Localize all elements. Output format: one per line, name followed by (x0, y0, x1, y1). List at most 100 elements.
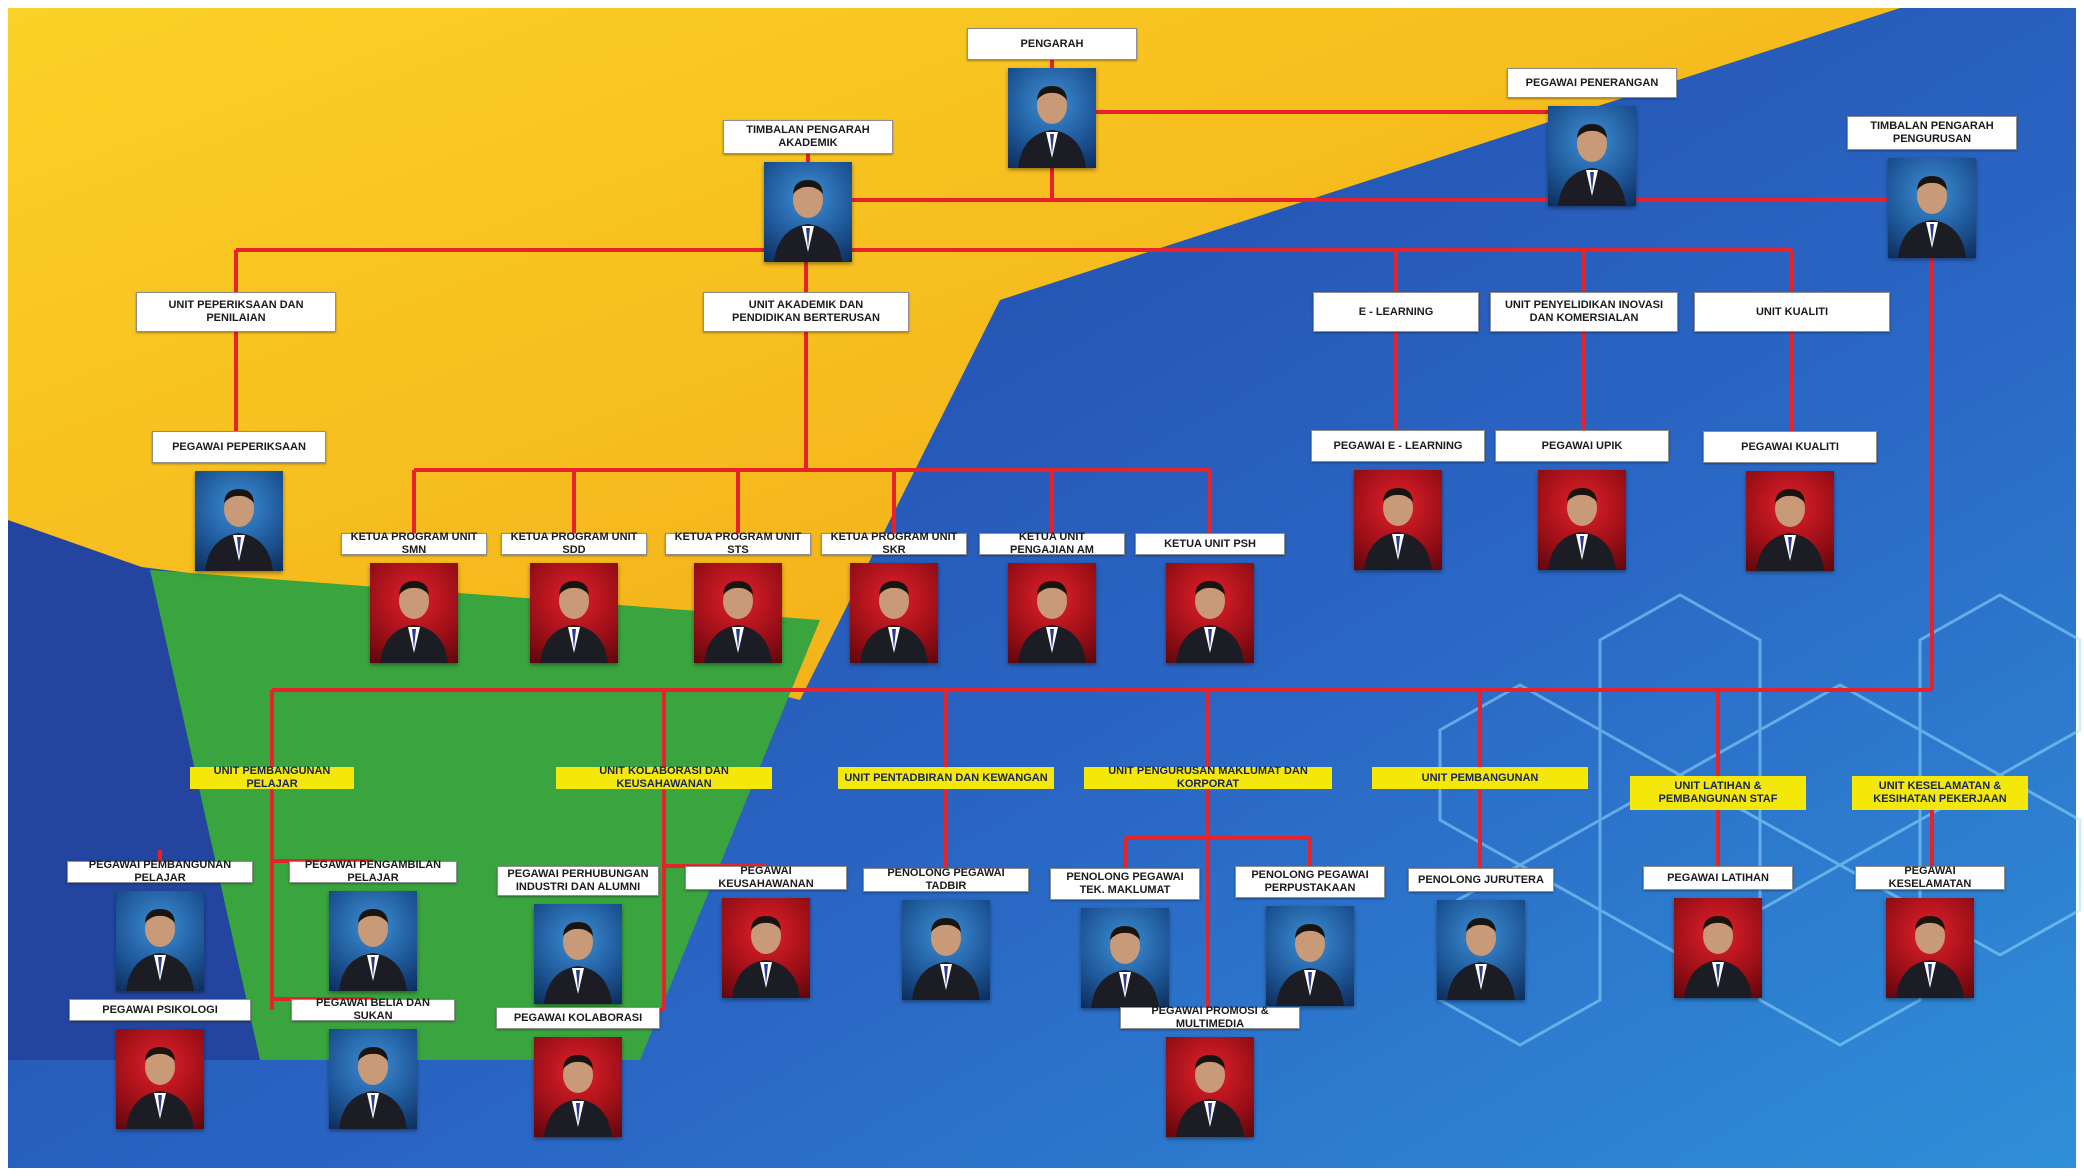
node-unit-kolaborasi: UNIT KOLABORASI DAN KEUSAHAWANAN (556, 765, 772, 790)
node-pegawai-latihan: PEGAWAI LATIHAN (1643, 866, 1793, 998)
node-label: PEGAWAI UPIK (1495, 430, 1669, 462)
node-ketua-psh: KETUA UNIT PSH (1135, 533, 1285, 663)
portrait-photo (329, 891, 417, 991)
node-label: PEGAWAI PROMOSI & MULTIMEDIA (1120, 1005, 1300, 1030)
node-label: KETUA PROGRAM UNIT SMN (341, 531, 487, 556)
node-timbalan-akademik: TIMBALAN PENGARAH AKADEMIK (723, 120, 893, 262)
node-label: PENOLONG PEGAWAI PERPUSTAKAAN (1235, 866, 1385, 898)
node-label: UNIT KOLABORASI DAN KEUSAHAWANAN (556, 765, 772, 790)
node-label: UNIT KESELAMATAN & KESIHATAN PEKERJAAN (1852, 776, 2028, 810)
node-unit-penyelidikan: UNIT PENYELIDIKAN INOVASI DAN KOMERSIALA… (1490, 292, 1678, 332)
portrait-photo (694, 563, 782, 663)
node-unit-kualiti: UNIT KUALITI (1694, 292, 1890, 332)
node-label: PEGAWAI PERHUBUNGAN INDUSTRI DAN ALUMNI (497, 866, 659, 896)
node-pegawai-kolaborasi: PEGAWAI KOLABORASI (496, 1007, 660, 1137)
node-e-learning: E - LEARNING (1313, 292, 1479, 332)
portrait-photo (1008, 68, 1096, 168)
portrait-photo (850, 563, 938, 663)
portrait-photo (530, 563, 618, 663)
portrait-photo (1886, 898, 1974, 998)
node-unit-latihan: UNIT LATIHAN & PEMBANGUNAN STAF (1630, 776, 1806, 810)
node-label: PEGAWAI PENGAMBILAN PELAJAR (289, 859, 457, 884)
node-pegawai-pengambilan: PEGAWAI PENGAMBILAN PELAJAR (289, 859, 457, 991)
node-label: UNIT PENGURUSAN MAKLUMAT DAN KORPORAT (1084, 765, 1332, 790)
node-unit-pengurusan-maklumat: UNIT PENGURUSAN MAKLUMAT DAN KORPORAT (1084, 765, 1332, 790)
node-label: UNIT PEMBANGUNAN (1372, 767, 1588, 789)
node-label: PEGAWAI KOLABORASI (496, 1007, 660, 1029)
portrait-photo (1674, 898, 1762, 998)
portrait-photo (1538, 470, 1626, 570)
node-pegawai-pembangunan-pelajar: PEGAWAI PEMBANGUNAN PELAJAR (67, 859, 253, 991)
node-pegawai-kualiti: PEGAWAI KUALITI (1703, 431, 1877, 571)
node-label: KETUA PROGRAM UNIT STS (665, 531, 811, 556)
node-pegawai-psikologi: PEGAWAI PSIKOLOGI (69, 999, 251, 1129)
node-penolong-jurutera: PENOLONG JURUTERA (1408, 868, 1554, 1000)
node-label: KETUA PROGRAM UNIT SKR (821, 531, 967, 556)
portrait-photo (1354, 470, 1442, 570)
node-unit-keselamatan: UNIT KESELAMATAN & KESIHATAN PEKERJAAN (1852, 776, 2028, 810)
portrait-photo (534, 904, 622, 1004)
node-pegawai-penerangan: PEGAWAI PENERANGAN (1507, 68, 1677, 206)
green-panel (150, 570, 820, 1060)
node-label: PEGAWAI E - LEARNING (1311, 430, 1485, 462)
node-label: PEGAWAI PEMBANGUNAN PELAJAR (67, 859, 253, 884)
node-label: TIMBALAN PENGARAH PENGURUSAN (1847, 116, 2017, 150)
node-label: UNIT PEMBANGUNAN PELAJAR (190, 765, 354, 790)
portrait-photo (1888, 158, 1976, 258)
portrait-photo (1746, 471, 1834, 571)
node-label: PENOLONG JURUTERA (1408, 868, 1554, 892)
node-label: PEGAWAI PEPERIKSAAN (152, 431, 326, 463)
portrait-photo (116, 1029, 204, 1129)
node-label: PENOLONG PEGAWAI TADBIR (863, 867, 1029, 892)
node-label: UNIT PEPERIKSAAN DAN PENILAIAN (136, 292, 336, 332)
portrait-photo (902, 900, 990, 1000)
node-penolong-tadbir: PENOLONG PEGAWAI TADBIR (863, 867, 1029, 1000)
node-ketua-am: KETUA UNIT PENGAJIAN AM (979, 531, 1125, 663)
node-unit-akademik: UNIT AKADEMIK DAN PENDIDIKAN BERTERUSAN (703, 292, 909, 332)
node-label: UNIT KUALITI (1694, 292, 1890, 332)
portrait-photo (534, 1037, 622, 1137)
node-pegawai-peperiksaan: PEGAWAI PEPERIKSAAN (152, 431, 326, 571)
portrait-photo (329, 1029, 417, 1129)
portrait-photo (370, 563, 458, 663)
portrait-photo (1008, 563, 1096, 663)
node-label: PEGAWAI PSIKOLOGI (69, 999, 251, 1021)
node-unit-peperiksaan: UNIT PEPERIKSAAN DAN PENILAIAN (136, 292, 336, 332)
node-label: PEGAWAI BELIA DAN SUKAN (291, 997, 455, 1022)
node-pegawai-promosi: PEGAWAI PROMOSI & MULTIMEDIA (1120, 1005, 1300, 1137)
node-pegawai-belia: PEGAWAI BELIA DAN SUKAN (291, 997, 455, 1129)
portrait-photo (1166, 563, 1254, 663)
portrait-photo (1266, 906, 1354, 1006)
node-label: KETUA PROGRAM UNIT SDD (501, 531, 647, 556)
portrait-photo (1548, 106, 1636, 206)
node-label: UNIT PENYELIDIKAN INOVASI DAN KOMERSIALA… (1490, 292, 1678, 332)
node-label: PENOLONG PEGAWAI TEK. MAKLUMAT (1050, 868, 1200, 900)
node-label: E - LEARNING (1313, 292, 1479, 332)
portrait-photo (764, 162, 852, 262)
node-penolong-perpustakaan: PENOLONG PEGAWAI PERPUSTAKAAN (1235, 866, 1385, 1006)
node-pegawai-keusahawanan: PEGAWAI KEUSAHAWANAN (685, 865, 847, 998)
yellow-panel (8, 8, 1900, 700)
node-ketua-smn: KETUA PROGRAM UNIT SMN (341, 531, 487, 663)
node-pegawai-perhubungan: PEGAWAI PERHUBUNGAN INDUSTRI DAN ALUMNI (497, 866, 659, 1004)
node-ketua-sdd: KETUA PROGRAM UNIT SDD (501, 531, 647, 663)
portrait-photo (1081, 908, 1169, 1008)
node-pegawai-keselamatan: PEGAWAI KESELAMATAN (1855, 865, 2005, 998)
node-penolong-tek: PENOLONG PEGAWAI TEK. MAKLUMAT (1050, 868, 1200, 1008)
node-label: KETUA UNIT PSH (1135, 533, 1285, 555)
node-label: UNIT LATIHAN & PEMBANGUNAN STAF (1630, 776, 1806, 810)
node-timbalan-pengurusan: TIMBALAN PENGARAH PENGURUSAN (1847, 116, 2017, 258)
node-label: KETUA UNIT PENGAJIAN AM (979, 531, 1125, 556)
node-label: PEGAWAI KEUSAHAWANAN (685, 865, 847, 890)
node-label: PEGAWAI PENERANGAN (1507, 68, 1677, 98)
node-unit-pembangunan-pelajar: UNIT PEMBANGUNAN PELAJAR (190, 765, 354, 790)
node-pegawai-upik: PEGAWAI UPIK (1495, 430, 1669, 570)
node-unit-pembangunan: UNIT PEMBANGUNAN (1372, 767, 1588, 789)
node-label: PEGAWAI LATIHAN (1643, 866, 1793, 890)
portrait-photo (722, 898, 810, 998)
node-ketua-skr: KETUA PROGRAM UNIT SKR (821, 531, 967, 663)
portrait-photo (195, 471, 283, 571)
portrait-photo (1166, 1037, 1254, 1137)
node-label: UNIT AKADEMIK DAN PENDIDIKAN BERTERUSAN (703, 292, 909, 332)
